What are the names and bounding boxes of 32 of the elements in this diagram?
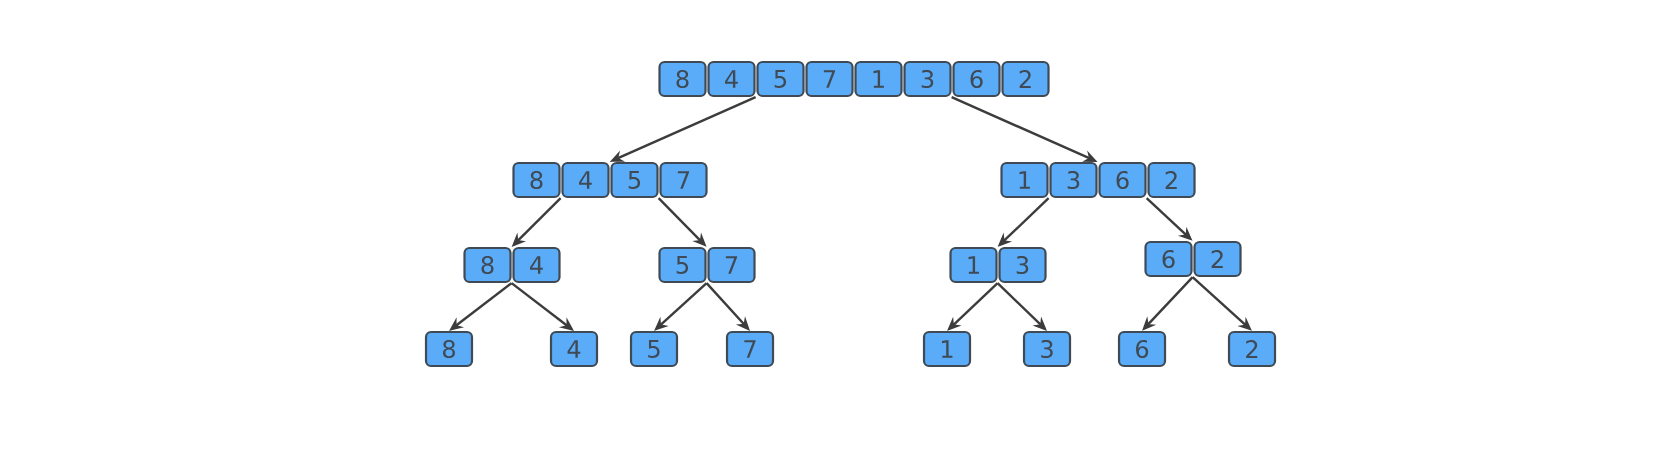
array-cell: 8: [512, 161, 561, 199]
array-cell: 8: [463, 246, 512, 284]
array-cell: 4: [707, 60, 756, 98]
array-cell: 2: [1193, 240, 1242, 278]
array-cell: 5: [610, 161, 659, 199]
array-cell: 5: [658, 246, 707, 284]
array-cell: 8: [658, 60, 707, 98]
array-cell: 4: [549, 330, 599, 368]
array-cell: 5: [756, 60, 805, 98]
array-cell: 6: [1117, 330, 1167, 368]
array-cell: 7: [659, 161, 708, 199]
array-cell: 6: [1098, 161, 1147, 199]
array-cell: 7: [707, 246, 756, 284]
array-cell: 6: [1144, 240, 1193, 278]
array-cell: 4: [512, 246, 561, 284]
array-cell: 2: [1227, 330, 1277, 368]
array-cell: 7: [725, 330, 775, 368]
array-cell: 1: [1000, 161, 1049, 199]
array-cell: 3: [1049, 161, 1098, 199]
array-cell: 3: [903, 60, 952, 98]
array-cell: 1: [854, 60, 903, 98]
array-cell: 1: [922, 330, 972, 368]
array-cell: 2: [1147, 161, 1196, 199]
array-cell: 3: [1022, 330, 1072, 368]
array-cell: 5: [629, 330, 679, 368]
array-cell: 3: [998, 246, 1047, 284]
array-cell: 6: [952, 60, 1001, 98]
array-cell: 2: [1001, 60, 1050, 98]
array-cell: 4: [561, 161, 610, 199]
array-cell: 7: [805, 60, 854, 98]
array-cell: 1: [949, 246, 998, 284]
array-cell: 8: [424, 330, 474, 368]
